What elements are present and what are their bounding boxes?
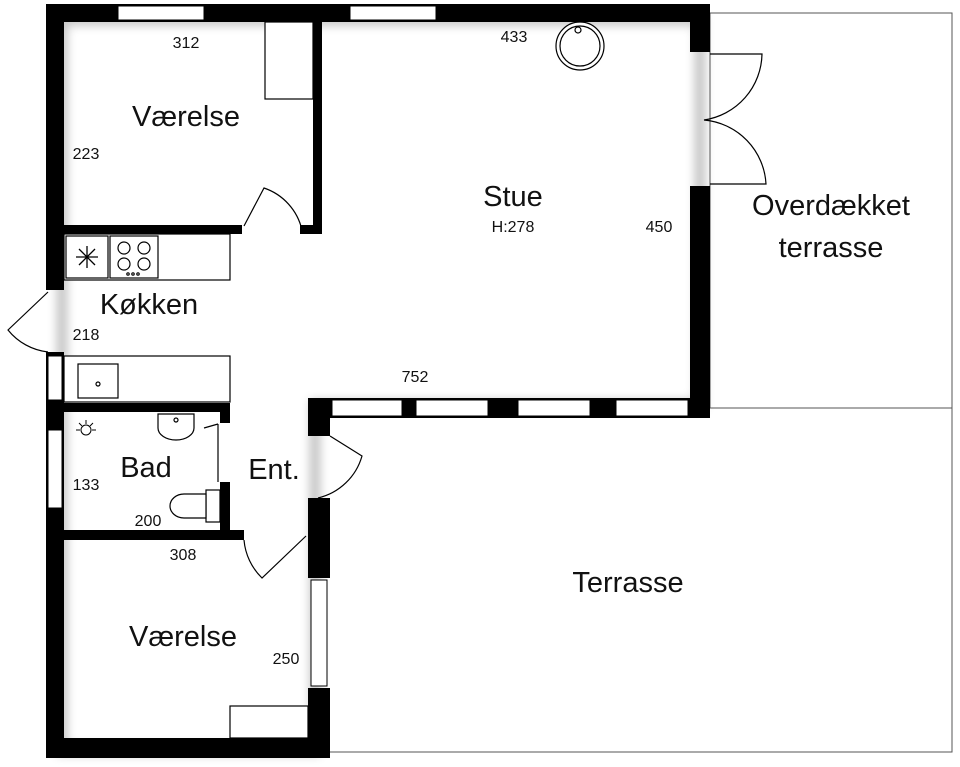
stue-height-label: H:278 xyxy=(492,219,535,236)
dim-vaerelse-bottom-width: 308 xyxy=(170,547,197,564)
dim-koekken-width: 218 xyxy=(73,327,100,344)
room-label-overdaekket-1: Overdækket xyxy=(752,190,910,222)
room-label-vaerelse-bottom: Værelse xyxy=(129,621,237,653)
door-vaerelse-top xyxy=(243,187,303,231)
dim-stue-bottom: 752 xyxy=(402,369,429,386)
snowflake-icon xyxy=(76,246,98,268)
window-bad xyxy=(47,429,63,509)
room-label-vaerelse-top: Værelse xyxy=(132,101,240,133)
kitchen-sink xyxy=(77,363,119,399)
door-terrace-double xyxy=(703,53,767,185)
doors xyxy=(7,53,767,579)
fixtures xyxy=(63,21,605,739)
door-vaerelse-bottom xyxy=(243,535,307,579)
dim-vaerelse-top-width: 312 xyxy=(173,35,200,52)
dim-stue-width: 433 xyxy=(501,29,528,46)
cooktop-icon xyxy=(109,235,159,279)
door-entrance xyxy=(7,291,49,353)
dim-stue-depth: 450 xyxy=(646,219,673,236)
window-koekken xyxy=(47,355,63,401)
toilet xyxy=(169,489,221,523)
door-ent-outside xyxy=(317,435,363,499)
window-vaerelse-bottom xyxy=(310,579,328,687)
lamp-icon xyxy=(76,420,96,436)
door-bad xyxy=(203,423,219,482)
room-label-terrasse: Terrasse xyxy=(572,567,683,599)
windows xyxy=(47,5,689,687)
dim-bad-width: 200 xyxy=(135,513,162,530)
dim-vaerelse-bottom-depth: 250 xyxy=(273,651,300,668)
walls xyxy=(46,4,710,758)
room-label-ent: Ent. xyxy=(248,454,300,486)
dim-vaerelse-top-depth: 223 xyxy=(73,146,100,163)
window-top-left xyxy=(117,5,205,21)
room-label-overdaekket-2: terrasse xyxy=(779,232,884,264)
dim-bad-depth: 133 xyxy=(73,477,100,494)
wardrobe-top xyxy=(264,21,314,100)
wardrobe-bottom xyxy=(229,705,309,739)
room-label-bad: Bad xyxy=(120,452,172,484)
window-top-stue xyxy=(349,5,437,21)
room-label-stue: Stue xyxy=(483,181,543,213)
wood-stove xyxy=(555,21,605,71)
room-label-koekken: Køkken xyxy=(100,289,198,321)
bathroom-sink xyxy=(157,413,195,441)
